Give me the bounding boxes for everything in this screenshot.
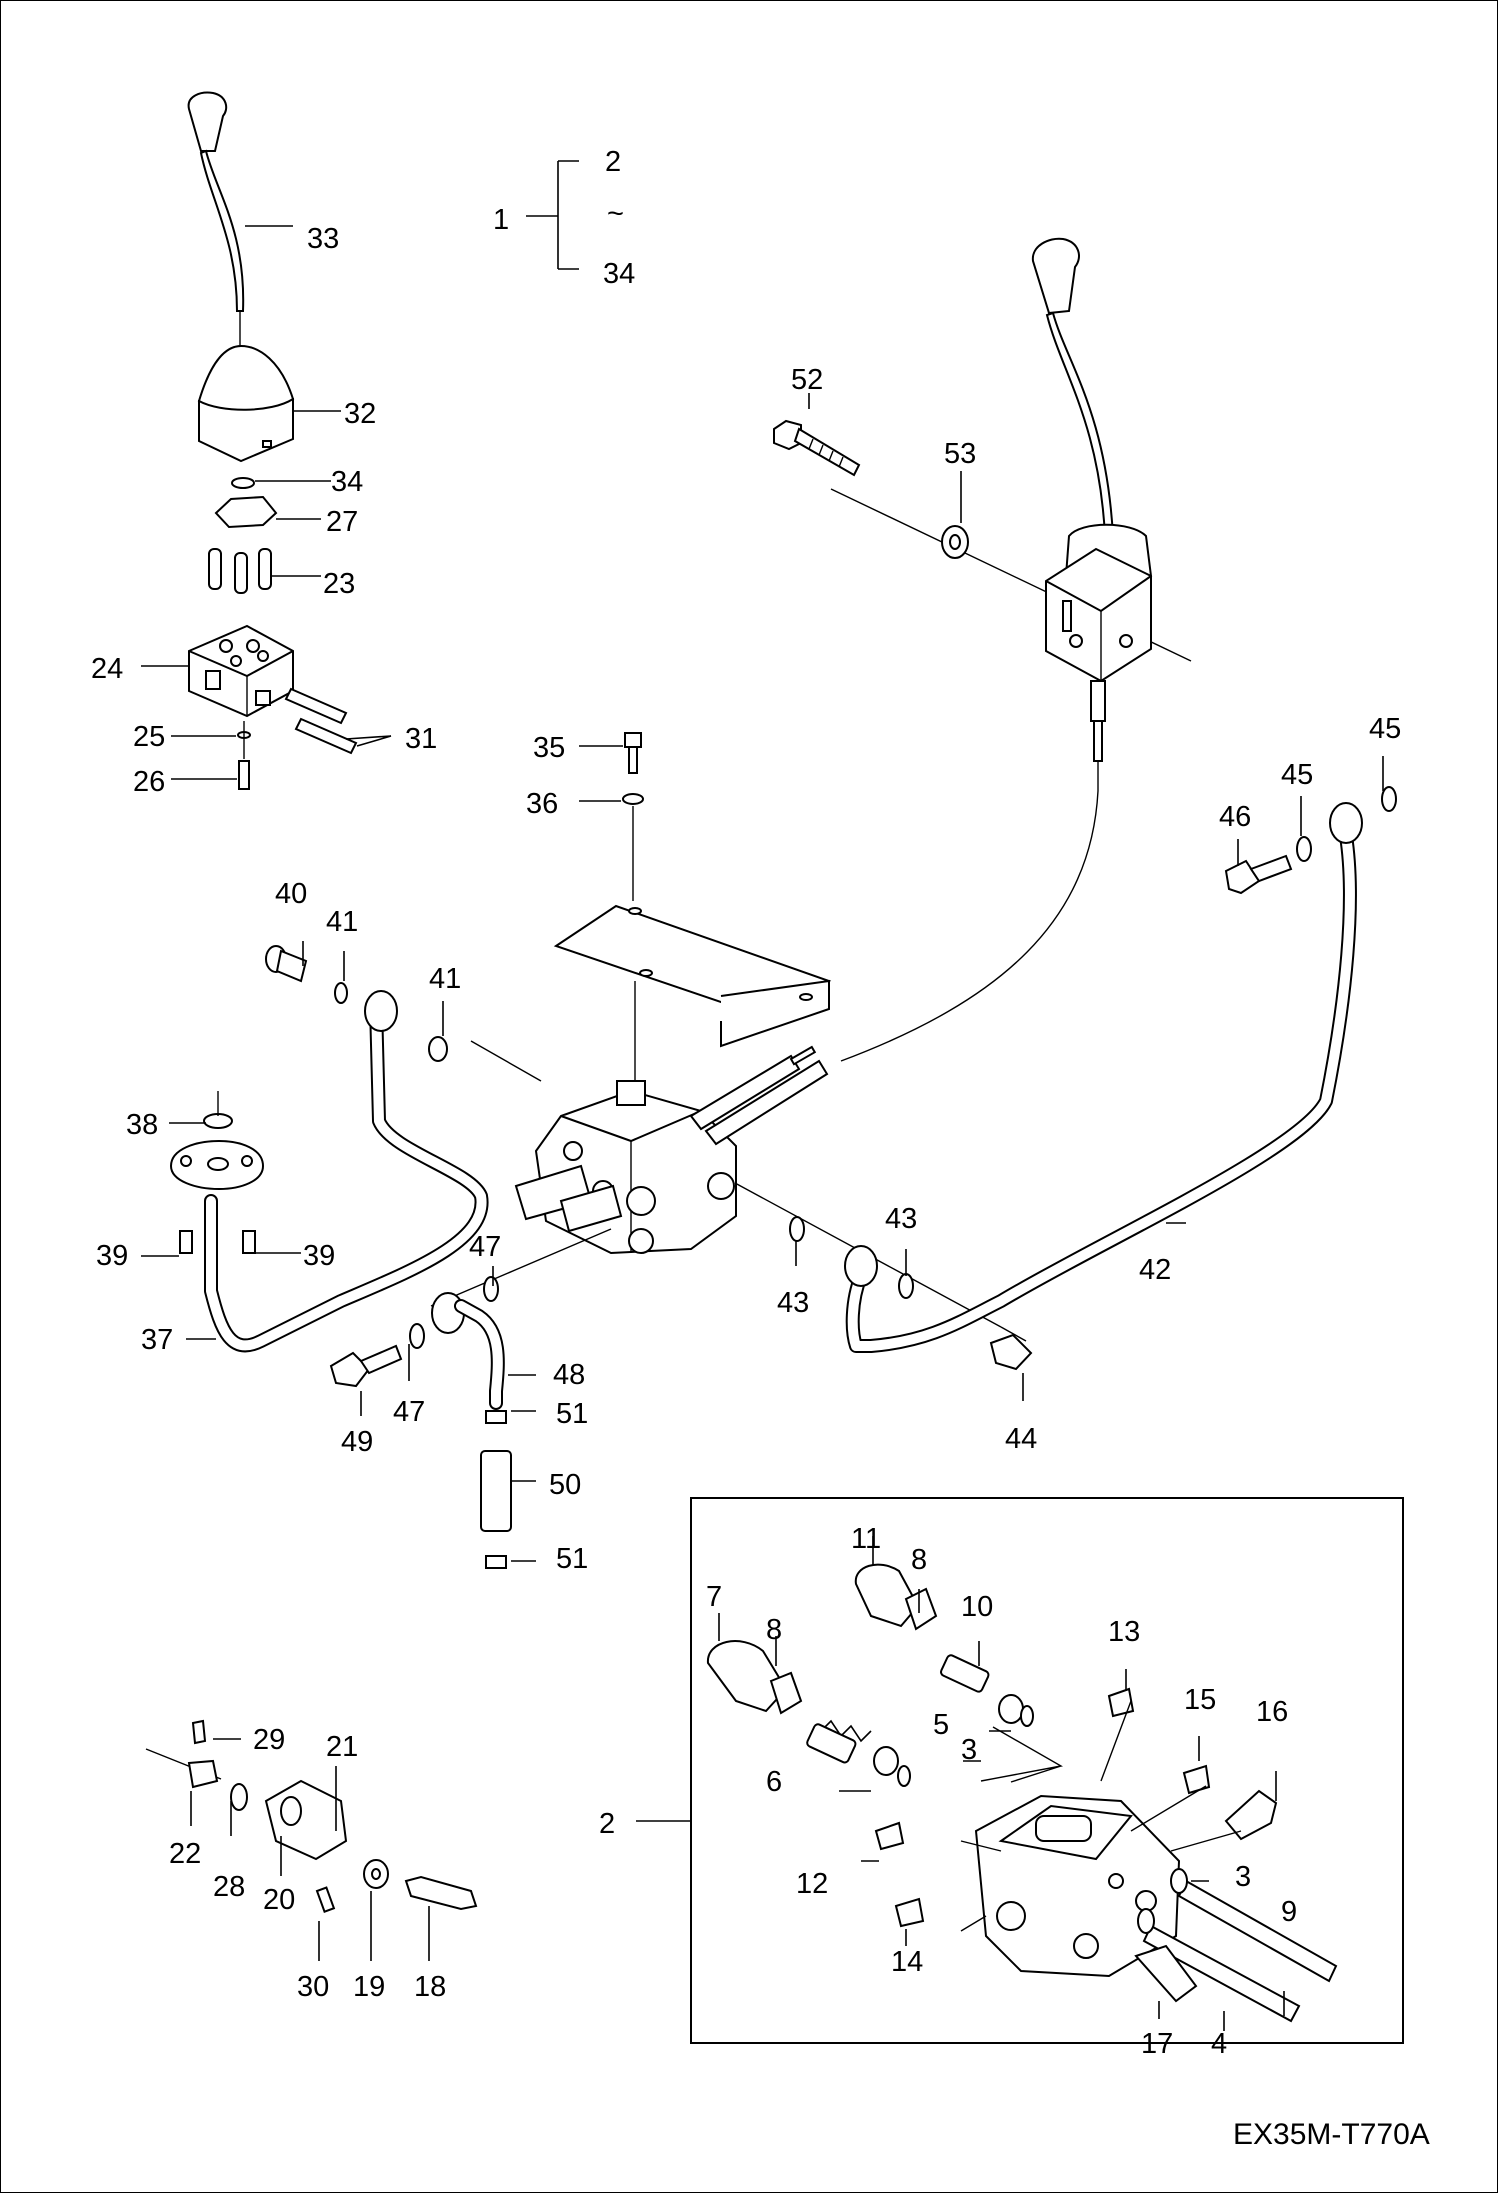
callout-45-upper: 45: [1369, 713, 1401, 745]
callout-52: 52: [791, 364, 823, 396]
callout-11: 11: [851, 1523, 881, 1555]
callout-23: 23: [323, 568, 355, 600]
callout-28: 28: [213, 1871, 245, 1903]
callout-9: 9: [1281, 1896, 1297, 1928]
callout-3-upper: 3: [961, 1734, 977, 1766]
callout-27: 27: [326, 506, 358, 538]
callout-26: 26: [133, 766, 165, 798]
callout-30: 30: [297, 1971, 329, 2003]
callout-36: 36: [526, 788, 558, 820]
spool-subassembly: [145, 1719, 478, 1961]
callout-13: 13: [1108, 1616, 1140, 1648]
callout-53: 53: [944, 438, 976, 470]
callout-44: 44: [1005, 1423, 1037, 1455]
assembly-first-number: 2: [605, 146, 621, 178]
callout-46: 46: [1219, 801, 1251, 833]
callout-22: 22: [169, 1838, 201, 1870]
callout-50: 50: [549, 1469, 581, 1501]
callout-35: 35: [533, 732, 565, 764]
callout-3-lower: 3: [1235, 1861, 1251, 1893]
callout-7: 7: [706, 1581, 722, 1613]
callout-45-lower: 45: [1281, 759, 1313, 791]
drawing-code: EX35M-T770A: [1233, 2118, 1430, 2151]
fittings-40-41: [265, 941, 448, 1062]
mounting-bracket: [553, 732, 832, 1086]
callout-43-lower: 43: [777, 1287, 809, 1319]
callout-18: 18: [414, 1971, 446, 2003]
assembly-range-tilde: ~: [607, 198, 624, 230]
callout-47-lower: 47: [393, 1396, 425, 1428]
callout-8-lower: 8: [766, 1614, 782, 1646]
callout-39-left: 39: [96, 1240, 128, 1272]
callout-38: 38: [126, 1109, 158, 1141]
callout-41-lower: 41: [429, 963, 461, 995]
callout-20: 20: [263, 1884, 295, 1916]
hose-48-assembly: [329, 1266, 536, 1569]
callout-41-upper: 41: [326, 906, 358, 938]
callout-42: 42: [1139, 1254, 1171, 1286]
callout-21: 21: [326, 1731, 358, 1763]
callout-39-right: 39: [303, 1240, 335, 1272]
callout-29: 29: [253, 1724, 285, 1756]
callout-14: 14: [891, 1946, 923, 1978]
callout-34: 34: [331, 466, 363, 498]
callout-51-upper: 51: [556, 1398, 588, 1430]
inset-detail: [636, 1497, 1404, 2044]
callout-37: 37: [141, 1324, 173, 1356]
callout-17: 17: [1141, 2028, 1173, 2060]
left-joystick-assembly: [141, 91, 392, 790]
callout-31: 31: [405, 723, 437, 755]
callout-labels: 33 32 34 27 23 24 25 26 31 35 36 52 53 4…: [91, 223, 1401, 2060]
assembly-bracket: 1 2 ~ 34: [493, 146, 635, 290]
callout-19: 19: [353, 1971, 385, 2003]
callout-2: 2: [599, 1808, 615, 1840]
callout-6: 6: [766, 1766, 782, 1798]
callout-8-upper: 8: [911, 1544, 927, 1576]
callout-10: 10: [961, 1591, 993, 1623]
pipe-37-assembly: [141, 990, 489, 1353]
control-valve-main: [430, 1040, 1002, 1328]
assembly-parent-number: 1: [493, 204, 509, 236]
callout-4: 4: [1211, 2028, 1227, 2060]
callout-5: 5: [933, 1709, 949, 1741]
callout-32: 32: [344, 398, 376, 430]
right-joystick-assembly: [773, 237, 1192, 1062]
callout-49: 49: [341, 1426, 373, 1458]
callout-51-lower: 51: [556, 1543, 588, 1575]
assembly-last-number: 34: [603, 258, 635, 290]
callout-24: 24: [91, 653, 123, 685]
callout-33: 33: [307, 223, 339, 255]
callout-40: 40: [275, 878, 307, 910]
pipe-42-assembly: [789, 756, 1397, 1401]
callout-16: 16: [1256, 1696, 1288, 1728]
callout-43-upper: 43: [885, 1203, 917, 1235]
callout-12: 12: [796, 1868, 828, 1900]
callout-47-upper: 47: [469, 1231, 501, 1263]
callout-25: 25: [133, 721, 165, 753]
callout-15: 15: [1184, 1684, 1216, 1716]
callout-48: 48: [553, 1359, 585, 1391]
